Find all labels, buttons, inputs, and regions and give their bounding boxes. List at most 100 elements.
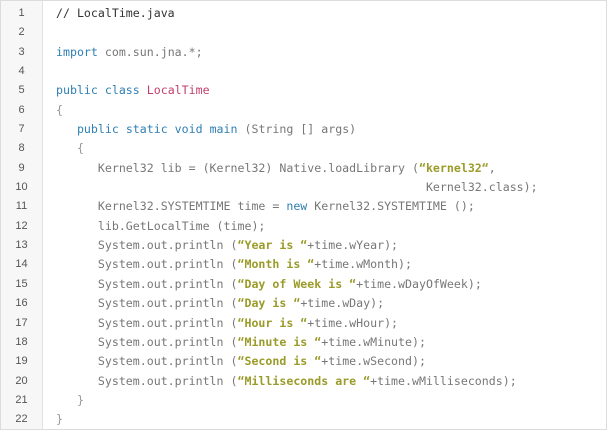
line-number: 22 xyxy=(15,413,28,426)
code-line: 2 xyxy=(1,23,606,42)
code-text: lib.GetLocalTime (time); xyxy=(56,217,266,236)
code-line: 4 xyxy=(1,62,606,81)
code-body: 1 // LocalTime.java 2 3 import com.sun.jna.*… xyxy=(1,4,606,430)
code-token-plain xyxy=(203,122,210,136)
line-number: 4 xyxy=(18,65,25,78)
line-number: 16 xyxy=(15,297,28,310)
code-line: 14 System.out.println (“Month is “+time.… xyxy=(1,255,606,274)
code-line: 19 System.out.println (“Second is “+time… xyxy=(1,352,606,371)
code-token-muted: { xyxy=(56,102,63,117)
code-line: 16 System.out.println (“Day is “+time.wD… xyxy=(1,294,606,313)
code-text: public static void main (String [] args) xyxy=(56,120,356,139)
code-text: System.out.println (“Day is “+time.wDay)… xyxy=(56,294,384,313)
code-text: } xyxy=(56,410,63,429)
code-line: 6{ xyxy=(1,101,606,120)
line-number: 3 xyxy=(18,45,25,58)
line-number: 5 xyxy=(18,84,25,97)
code-token-plain: +time.wMinute); xyxy=(321,334,426,349)
code-text: System.out.println (“Day of Week is “+ti… xyxy=(56,275,482,294)
code-token-keyword: public class xyxy=(56,83,140,98)
code-line: 22} xyxy=(1,410,606,429)
code-line: 1 // LocalTime.java xyxy=(1,4,606,23)
code-line: 3 import com.sun.jna.*; xyxy=(1,43,606,62)
code-text: { xyxy=(56,139,84,158)
code-token-muted: } xyxy=(76,392,84,407)
code-token-plain: +time.wYear); xyxy=(307,238,399,253)
line-number: 15 xyxy=(15,277,28,290)
code-text: // LocalTime.java xyxy=(56,4,175,23)
code-token-plain: System.out.println ( xyxy=(56,373,238,388)
code-token-plain: +time.wDayOfWeek); xyxy=(356,276,482,291)
code-token-plain xyxy=(56,141,77,155)
code-token-plain: System.out.println ( xyxy=(56,296,238,311)
code-token-plain: System.out.println ( xyxy=(56,257,238,272)
code-text: System.out.println (“Minute is “+time.wM… xyxy=(56,333,426,352)
code-token-muted: } xyxy=(56,412,63,427)
line-number: 8 xyxy=(18,142,25,155)
code-text: System.out.println (“Second is “+time.wS… xyxy=(56,352,426,371)
code-token-keyword: import xyxy=(56,44,98,59)
code-text: Kernel32 lib = (Kernel32) Native.loadLib… xyxy=(56,159,496,178)
code-token-string: “Month is “ xyxy=(237,257,315,272)
code-token-type: LocalTime xyxy=(146,83,210,98)
code-token-plain: Kernel32.SYSTEMTIME time = xyxy=(56,199,287,214)
code-text: public class LocalTime xyxy=(56,81,210,100)
code-token-muted: { xyxy=(76,141,84,156)
code-token-plain: , xyxy=(488,160,496,175)
code-token-plain: Kernel32 lib = (Kernel32) Native.loadLib… xyxy=(56,160,419,175)
code-token-plain: +time.wSecond); xyxy=(321,354,426,369)
code-text: { xyxy=(56,101,63,120)
line-number: 9 xyxy=(18,161,25,174)
line-number: 1 xyxy=(18,7,25,19)
code-token-plain: System.out.println ( xyxy=(56,334,238,349)
code-token-plain: System.out.println ( xyxy=(56,238,238,253)
code-token-string: “Minute is “ xyxy=(237,334,322,349)
line-number: 13 xyxy=(15,239,28,252)
code-token-keyword: main xyxy=(209,122,238,137)
code-line: 9 Kernel32 lib = (Kernel32) Native.loadL… xyxy=(1,159,606,178)
code-token-plain: lib.GetLocalTime (time); xyxy=(56,218,266,233)
line-number: 2 xyxy=(18,26,25,39)
line-number: 19 xyxy=(15,355,28,368)
code-text: Kernel32.class); xyxy=(56,178,538,197)
code-line: 15 System.out.println (“Day of Week is “… xyxy=(1,275,606,294)
line-number: 14 xyxy=(15,258,28,271)
code-token-plain: +time.wMilliseconds); xyxy=(370,373,517,388)
code-token-plain xyxy=(140,83,147,97)
code-token-string: “kernel32“ xyxy=(418,160,489,175)
code-token-plain: (String [] args) xyxy=(237,122,357,137)
code-line: 20 System.out.println (“Milliseconds are… xyxy=(1,372,606,391)
code-token-string: “Day is “ xyxy=(237,296,301,311)
code-line: 12 lib.GetLocalTime (time); xyxy=(1,217,606,236)
code-token-plain: Kernel32.SYSTEMTIME (); xyxy=(307,199,475,214)
code-text: System.out.println (“Year is “+time.wYea… xyxy=(56,236,398,255)
code-token-keyword: new xyxy=(286,199,308,214)
code-token-plain: System.out.println ( xyxy=(56,354,238,369)
code-token-plain: com.sun.jna.*; xyxy=(97,44,203,59)
code-text: System.out.println (“Month is “+time.wMo… xyxy=(56,255,412,274)
code-token-string: “Second is “ xyxy=(237,354,322,369)
line-number: 21 xyxy=(15,393,28,406)
code-line: 21 } xyxy=(1,391,606,410)
code-line: 10 Kernel32.class); xyxy=(1,178,606,197)
code-line: 7 public static void main (String [] arg… xyxy=(1,120,606,139)
code-token-string: “Hour is “ xyxy=(237,315,308,330)
line-number-gutter xyxy=(1,1,43,429)
line-number: 7 xyxy=(18,123,25,136)
code-token-plain: +time.wDay); xyxy=(300,296,385,311)
code-token-plain: Kernel32.class); xyxy=(56,180,538,195)
line-number: 11 xyxy=(15,200,28,213)
code-token-string: “Year is “ xyxy=(237,238,308,253)
code-token-plain xyxy=(56,393,77,407)
line-number: 17 xyxy=(15,316,28,329)
code-line: 18 System.out.println (“Minute is “+time… xyxy=(1,333,606,352)
code-token-plain: System.out.println ( xyxy=(56,276,238,291)
code-token-plain xyxy=(56,122,77,136)
line-number: 18 xyxy=(15,335,28,348)
code-line: 5 public class LocalTime xyxy=(1,81,606,100)
code-line: 8 { xyxy=(1,139,606,158)
code-text: } xyxy=(56,391,84,410)
code-text: System.out.println (“Milliseconds are “+… xyxy=(56,372,517,391)
code-token-string: “Day of Week is “ xyxy=(237,276,357,291)
